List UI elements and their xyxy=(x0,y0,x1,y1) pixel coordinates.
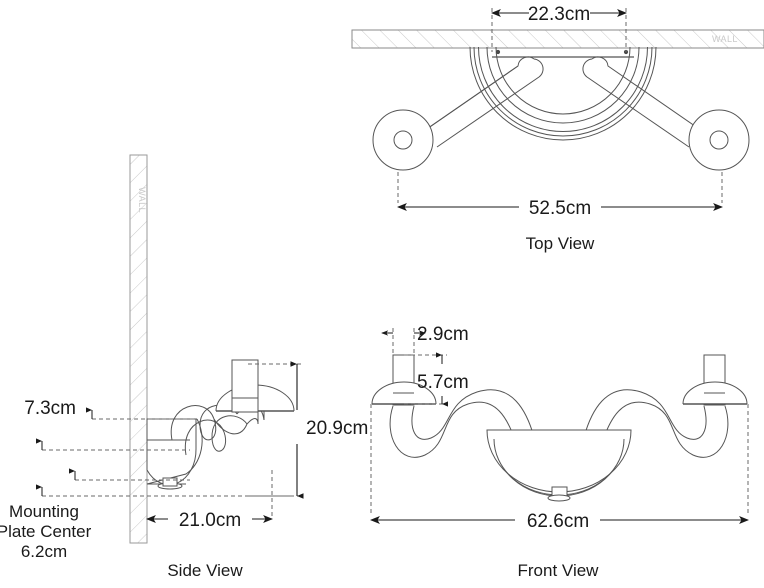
dimension-22-3cm-label: 22.3cm xyxy=(528,4,590,25)
dimension-22-3cm: 22.3cm xyxy=(491,4,627,52)
dimension-20-9cm: 20.9cm xyxy=(248,361,368,499)
dimension-7-3cm: 7.3cm xyxy=(24,398,196,420)
dimension-5-7cm: 5.7cm xyxy=(404,352,469,407)
dimension-21-0cm-label: 21.0cm xyxy=(179,510,241,531)
top-view-backplate xyxy=(469,46,657,141)
top-view-arm-left xyxy=(420,56,544,148)
top-view-wall-label: WALL xyxy=(712,34,738,44)
front-view-group: 2.9cm 5.7cm 62.6cm Front View xyxy=(370,324,749,580)
note-line-3: 6.2cm xyxy=(21,542,67,561)
dimension-7-3cm-label: 7.3cm xyxy=(24,398,76,419)
front-view-arm-left xyxy=(389,389,535,458)
top-view-arm-right xyxy=(582,56,706,148)
side-view-socket xyxy=(215,359,295,413)
dimension-52-5cm-label: 52.5cm xyxy=(529,198,591,219)
front-view-arm-right xyxy=(583,389,729,458)
mount-hole-left xyxy=(495,49,501,55)
top-view-group: WALL xyxy=(351,4,764,253)
front-view-socket-left xyxy=(371,354,437,406)
top-view-socket-right xyxy=(688,109,750,171)
dimension-2-9cm-label: 2.9cm xyxy=(417,324,469,345)
side-view-body xyxy=(146,418,203,490)
dimension-52-5cm: 52.5cm xyxy=(397,172,723,219)
side-view-group: WALL xyxy=(0,154,368,580)
dimension-21-0cm: 21.0cm xyxy=(146,470,273,531)
top-view-wall: WALL xyxy=(351,29,764,49)
top-view-mount-plate xyxy=(492,49,634,58)
mounting-plate-center-note: Mounting Plate Center 6.2cm xyxy=(0,502,92,561)
note-line-2: Plate Center xyxy=(0,522,92,541)
side-view-wall: WALL xyxy=(129,154,148,544)
side-view-label: Side View xyxy=(167,561,243,580)
side-view-wall-label: WALL xyxy=(137,187,147,213)
note-line-1: Mounting xyxy=(9,502,79,521)
dimension-62-6cm-label: 62.6cm xyxy=(527,511,589,532)
dimension-2-9cm: 2.9cm xyxy=(381,324,469,356)
top-view-socket-left xyxy=(372,109,434,171)
top-view-label: Top View xyxy=(526,234,595,253)
front-view-bowl xyxy=(486,429,632,502)
front-view-label: Front View xyxy=(518,561,600,580)
dimension-20-9cm-label: 20.9cm xyxy=(306,418,368,439)
dimension-5-7cm-label: 5.7cm xyxy=(417,372,469,393)
front-view-socket-right xyxy=(682,354,748,406)
dimension-62-6cm: 62.6cm xyxy=(370,404,749,532)
